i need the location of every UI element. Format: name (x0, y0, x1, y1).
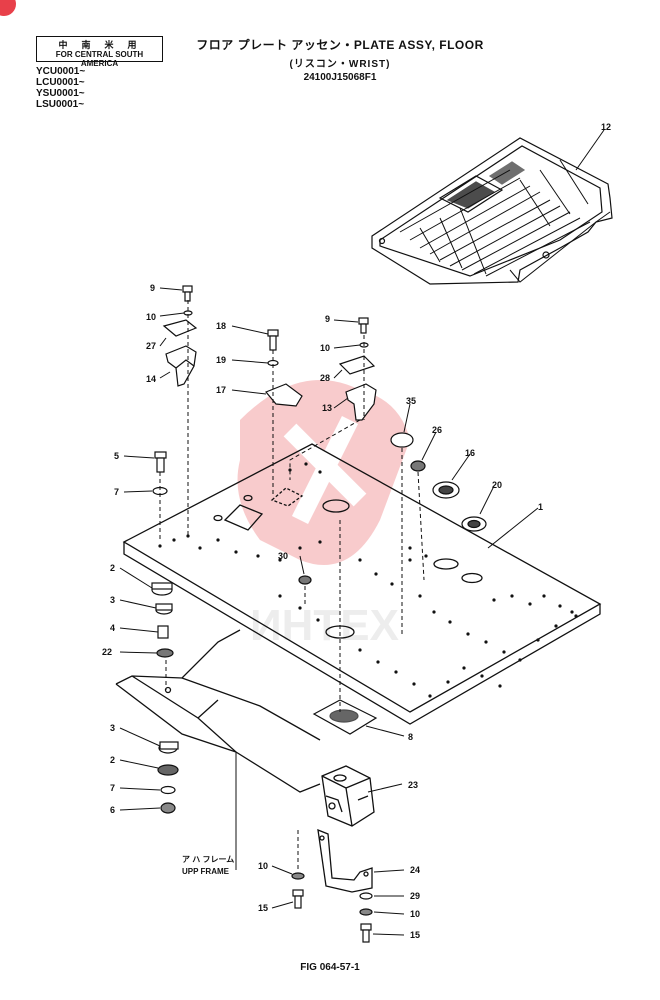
callout: 18 (216, 321, 226, 331)
title-line-1: フロア プレート アッセン・PLATE ASSY, FLOOR (196, 38, 484, 52)
leader-lines (119, 287, 495, 936)
callout: 4 (110, 623, 115, 633)
callout: 19 (216, 355, 226, 365)
callout: 26 (432, 425, 442, 435)
region-en-label: FOR CENTRAL SOUTH AMERICA (55, 50, 144, 68)
callout: 9 (325, 314, 330, 324)
alignment-lines (159, 300, 425, 872)
cover-plate (312, 699, 378, 735)
part-number: 24100J15068F1 (303, 72, 377, 83)
callout: 35 (406, 396, 416, 406)
callout: 3 (110, 723, 115, 733)
callout: 28 (320, 373, 330, 383)
callout: 27 (146, 341, 156, 351)
callout: 10 (410, 909, 420, 919)
callout: 17 (216, 385, 226, 395)
callout: 10 (258, 861, 268, 871)
callout: 15 (258, 903, 268, 913)
callout: 10 (146, 312, 156, 322)
callout: 1 (538, 502, 543, 512)
callout: 9 (150, 283, 155, 293)
callout: 7 (114, 487, 119, 497)
region-jp-label: 中南米用 (58, 40, 151, 50)
callout: 2 (110, 563, 115, 573)
figure-number: FIG 064-57-1 (300, 962, 360, 973)
callout: 2 (110, 755, 115, 765)
callout: 20 (492, 480, 502, 490)
watermark-text: ИНТЕХ (250, 601, 399, 650)
serial-item: LCU0001~ (36, 77, 85, 88)
upper-frame (115, 629, 321, 870)
title-line-2: (リスコン・WRIST) (289, 59, 391, 70)
callout: 22 (102, 647, 112, 657)
callout: 24 (410, 865, 420, 875)
title-block: フロア プレート アッセン・PLATE ASSY, FLOOR (リスコン・WR… (170, 36, 510, 83)
callout: 3 (110, 595, 115, 605)
corner-badge (0, 0, 16, 16)
bracket (317, 828, 373, 893)
serial-list: YCU0001~ LCU0001~ YSU0001~ LSU0001~ (36, 66, 85, 110)
serial-item: YCU0001~ (36, 66, 86, 77)
callout: 12 (601, 122, 611, 132)
frame-label: ア ハ フレーム UPP FRAME (182, 855, 234, 876)
callout: 23 (408, 780, 418, 790)
serial-item: YSU0001~ (36, 88, 85, 99)
callout: 5 (114, 451, 119, 461)
plate-holes (158, 462, 578, 698)
callout: 29 (410, 891, 420, 901)
floor-mat (371, 137, 613, 285)
callout: 30 (278, 551, 288, 561)
callout: 15 (410, 930, 420, 940)
callout: 6 (110, 805, 115, 815)
callout: 16 (465, 448, 475, 458)
frame-label-jp: ア ハ フレーム (182, 855, 234, 864)
callout: 8 (408, 732, 413, 742)
callout: 10 (320, 343, 330, 353)
callout: 7 (110, 783, 115, 793)
region-box: 中南米用 FOR CENTRAL SOUTH AMERICA (36, 36, 163, 68)
frame-label-en: UPP FRAME (182, 867, 230, 876)
callout: 14 (146, 374, 156, 384)
washer-tank (321, 765, 375, 827)
floor-plate (122, 443, 602, 725)
callouts: 9 10 27 14 18 19 17 9 10 28 13 35 26 16 … (102, 122, 611, 940)
watermark: ИНТЕХ (237, 380, 410, 650)
serial-item: LSU0001~ (36, 99, 85, 110)
callout: 13 (322, 403, 332, 413)
